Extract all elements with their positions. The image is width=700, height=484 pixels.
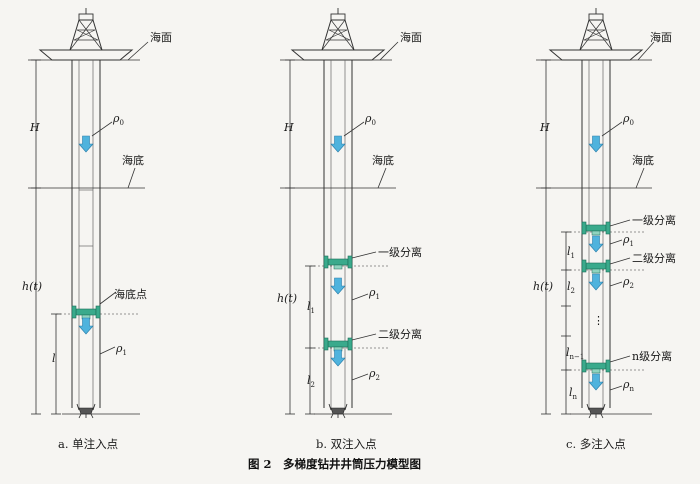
panel-a: 海面 海底 H h(t) l ρ0 海底点 ρ1 [22,7,172,451]
flow-arrow [588,273,604,291]
separator-2 [581,259,611,274]
rho2-label: ρ2 [622,275,634,290]
panel-a-caption: a. 单注入点 [58,437,118,451]
segment-length-l: l [52,352,56,365]
segment-length-l2: l2 [567,280,575,295]
panel-b-caption: b. 双注入点 [316,437,377,451]
flow-arrow [78,135,94,153]
sea-surface-label: 海面 [400,30,422,44]
h-t-label: h(t) [22,280,42,293]
rho0-label: ρ0 [622,112,634,127]
h-t-label: h(t) [277,292,297,305]
rho0-label: ρ0 [112,112,124,127]
sea-surface-label: 海面 [150,30,172,44]
drill-bit-icon [328,403,348,419]
separator-1 [581,221,611,236]
flow-arrow [588,373,604,391]
drill-bit-icon [76,403,96,419]
rho2-label: ρ2 [368,367,380,382]
injection-point-label: 海底点 [114,287,147,301]
H-label: H [29,121,40,134]
sep-label-1: 一级分离 [632,213,676,227]
h-t-label: h(t) [533,280,553,293]
sep-label-2: 二级分离 [378,327,422,341]
seabed-label: 海底 [632,153,654,167]
drill-bit-icon [586,403,606,419]
segment-length-l2: l2 [307,374,315,389]
flow-arrow [588,235,604,253]
segment-length-l1: l1 [567,245,575,260]
rho1-label: ρ1 [622,233,634,248]
segment-length-ln-1: ln−1 [566,346,584,361]
sep-label-2: 二级分离 [632,251,676,265]
rhon-label: ρn [622,378,634,393]
flow-arrow [330,135,346,153]
continuation-dots: ⋮ [593,314,604,327]
H-label: H [539,121,550,134]
H-label: H [283,121,294,134]
flow-arrow [330,349,346,367]
rho1-label: ρ1 [368,286,380,301]
panel-c: 海面 海底 H h(t) l1 l2 ln−1 ln ρ0 一级分离 [533,7,676,451]
seabed-label: 海底 [372,153,394,167]
flow-arrow [588,135,604,153]
figure-title: 图 2 多梯度钻井井筒压力模型图 [248,457,421,471]
sea-surface-label: 海面 [650,30,672,44]
panel-c-caption: c. 多注入点 [566,437,626,451]
sep-label-n: n级分离 [632,349,672,363]
separator-1 [323,255,353,270]
separator-2 [323,337,353,352]
subsea-injection-point [71,305,101,320]
sep-label-1: 一级分离 [378,245,422,259]
rho0-label: ρ0 [364,112,376,127]
segment-length-l1: l1 [307,300,315,315]
segment-length-ln: ln [569,386,578,401]
flow-arrow [330,277,346,295]
flow-arrow [78,317,94,335]
rho1-label: ρ1 [115,342,127,357]
seabed-label: 海底 [122,153,144,167]
separator-n [581,359,611,374]
panel-b: 海面 海底 H h(t) l1 l2 ρ0 一级分离 ρ1 二级分离 [277,7,422,451]
